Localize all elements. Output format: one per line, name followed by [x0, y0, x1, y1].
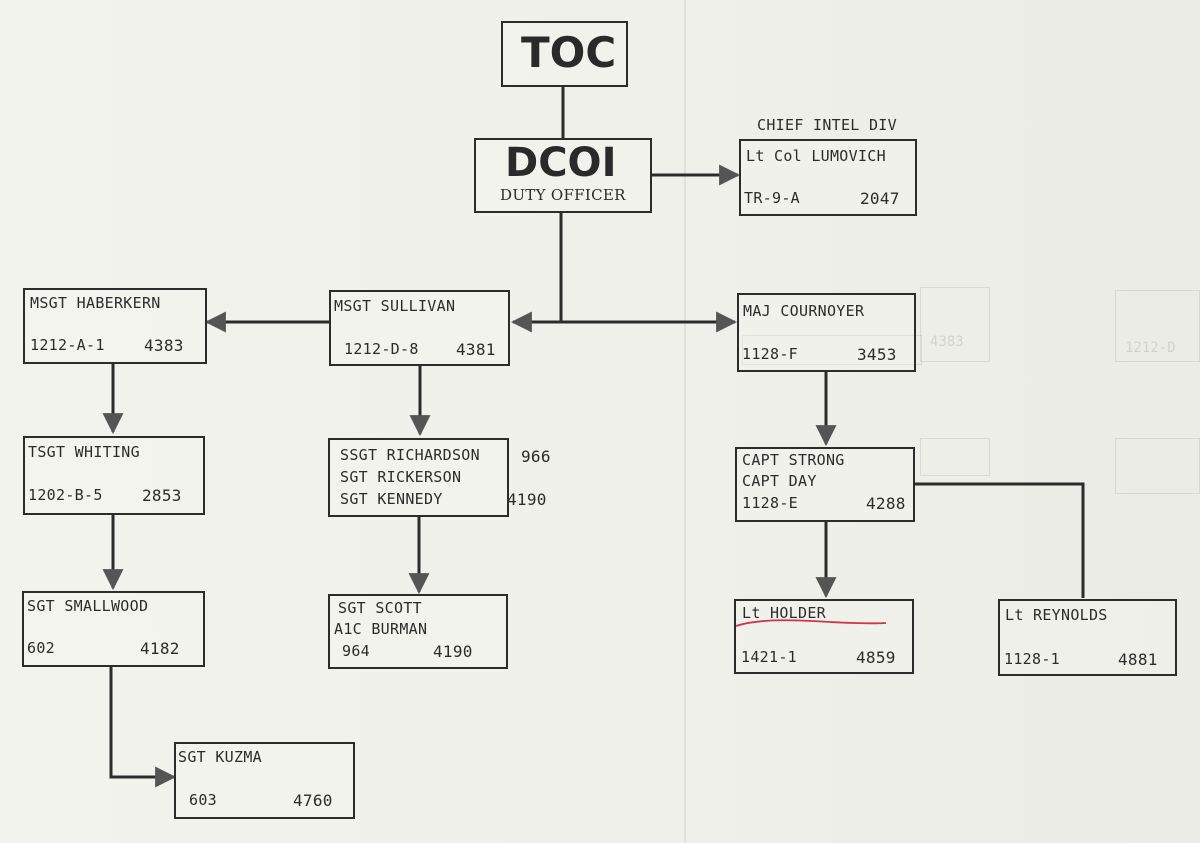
- sullivan-name: MSGT SULLIVAN: [334, 297, 456, 315]
- ghost-text: 1212-D: [1125, 340, 1176, 356]
- sullivan-room: 1212-D-8: [344, 340, 419, 358]
- richardson-group-box: [328, 438, 509, 517]
- reynolds-box: [998, 599, 1177, 676]
- kuzma-name: SGT KUZMA: [178, 748, 262, 766]
- cournoyer-room: 1128-F: [742, 345, 798, 363]
- smallwood-name: SGT SMALLWOOD: [27, 597, 149, 615]
- sullivan-box: [329, 290, 510, 366]
- cournoyer-box: [737, 293, 916, 372]
- whiting-box: [23, 436, 205, 515]
- richardson-line3: SGT KENNEDY: [340, 490, 443, 508]
- kuzma-box: [174, 742, 355, 819]
- chief-intel-name: Lt Col LUMOVICH: [746, 147, 886, 165]
- scott-room: 964: [342, 642, 370, 660]
- strong-room: 1128-E: [742, 494, 798, 512]
- haberkern-room: 1212-A-1: [30, 336, 105, 354]
- toc-box: [501, 21, 628, 87]
- strong-day-box: [735, 447, 915, 522]
- smallwood-phone: 4182: [140, 639, 180, 658]
- smallwood-box: [22, 591, 205, 667]
- dcoi-label: DCOI: [505, 140, 617, 186]
- whiting-phone: 2853: [142, 486, 182, 505]
- ghost-text: 4383: [930, 334, 964, 350]
- ghost-box: [920, 438, 990, 476]
- scott-burman-box: [328, 594, 508, 669]
- dcoi-box: [474, 138, 652, 213]
- kuzma-phone: 4760: [293, 791, 333, 810]
- paper-fold: [684, 0, 686, 843]
- richardson-line1: SSGT RICHARDSON: [340, 446, 480, 464]
- haberkern-phone: 4383: [144, 336, 184, 355]
- chief-intel-room: TR-9-A: [744, 189, 800, 207]
- richardson-phone1: 966: [521, 447, 551, 466]
- reynolds-phone: 4881: [1118, 650, 1158, 669]
- holder-phone: 4859: [856, 648, 896, 667]
- ghost-box: [920, 287, 990, 362]
- scott-line1: SGT SCOTT: [338, 599, 422, 617]
- richardson-line2: SGT RICKERSON: [340, 468, 462, 486]
- dcoi-subtitle: DUTY OFFICER: [500, 186, 626, 204]
- richardson-phone3: 4190: [507, 490, 547, 509]
- holder-box: [734, 599, 914, 674]
- toc-label: TOC: [521, 28, 617, 77]
- sullivan-phone: 4381: [456, 340, 496, 359]
- whiting-name: TSGT WHITING: [28, 443, 140, 461]
- smallwood-room: 602: [27, 639, 55, 657]
- chief-intel-phone: 2047: [860, 189, 900, 208]
- haberkern-box: [23, 288, 207, 364]
- strong-to-reynolds-line: [915, 482, 1085, 598]
- holder-room: 1421-1: [741, 648, 797, 666]
- strong-line2: CAPT DAY: [742, 472, 817, 490]
- strong-phone: 4288: [866, 494, 906, 513]
- ghost-box: [742, 335, 922, 365]
- cournoyer-phone: 3453: [857, 345, 897, 364]
- strong-line1: CAPT STRONG: [742, 451, 845, 469]
- kuzma-room: 603: [189, 791, 217, 809]
- cournoyer-name: MAJ COURNOYER: [743, 302, 865, 320]
- haberkern-name: MSGT HABERKERN: [30, 294, 161, 312]
- scott-phone: 4190: [433, 642, 473, 661]
- chief-intel-caption: CHIEF INTEL DIV: [757, 116, 897, 134]
- reynolds-name: Lt REYNOLDS: [1005, 606, 1108, 624]
- whiting-room: 1202-B-5: [28, 486, 103, 504]
- reynolds-room: 1128-1: [1004, 650, 1060, 668]
- holder-name: Lt HOLDER: [742, 604, 826, 622]
- smallwood-to-kuzma-line: [109, 667, 177, 788]
- chief-intel-box: [739, 139, 917, 216]
- scott-line2: A1C BURMAN: [334, 620, 428, 638]
